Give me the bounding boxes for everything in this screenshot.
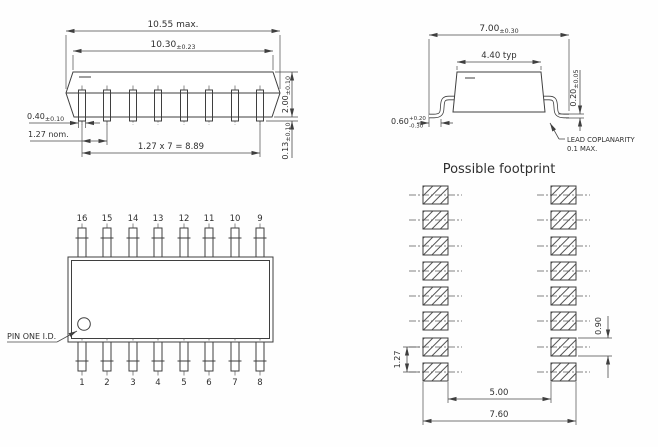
- dim-foot-length: 0.60: [391, 117, 409, 126]
- lead: [154, 85, 162, 126]
- lead: [151, 223, 165, 263]
- coplanarity-note-line2: 0.1 MAX.: [567, 145, 597, 153]
- footprint-pad: [408, 210, 463, 230]
- lead: [256, 85, 264, 126]
- end-view-leads: [429, 95, 569, 119]
- footprint-right-pads: [536, 185, 591, 382]
- dim-lead-thickness: 0.20±0.05: [569, 69, 580, 106]
- lead: [126, 223, 140, 263]
- pin-number: 15: [102, 214, 113, 224]
- bottom-row-leads: [75, 336, 267, 376]
- footprint-pad: [536, 261, 591, 281]
- dim-standoff: 0.13±0.10: [281, 122, 292, 159]
- lead: [126, 336, 140, 376]
- pin-one-indicator: [77, 317, 91, 331]
- pin-number: 7: [232, 378, 237, 388]
- dim-body-height: 2.00±0.10: [281, 76, 292, 113]
- dim-overall-width: 7.00±0.30: [479, 24, 518, 35]
- pin-number: 6: [206, 378, 211, 388]
- top-pin-numbers: 16 15 14 13 12 11 10 9: [77, 214, 263, 224]
- lead: [228, 336, 242, 376]
- pin-number: 9: [257, 214, 262, 224]
- footprint-pad: [408, 236, 463, 256]
- lead: [100, 336, 114, 376]
- dim-foot-tol-minus: -0.30: [409, 124, 424, 130]
- footprint-pad: [408, 261, 463, 281]
- lead: [202, 336, 216, 376]
- footprint-left-pads: [408, 185, 463, 382]
- pin-number: 10: [230, 214, 241, 224]
- lead: [177, 336, 191, 376]
- dim-lead-width: 0.40±0.10: [27, 112, 64, 123]
- lead: [78, 85, 86, 126]
- dim-pad-height: 0.90: [594, 317, 603, 335]
- dim-inner-span: 5.00: [490, 388, 509, 398]
- lead: [75, 223, 89, 263]
- dim-body-length: 10.30±0.23: [150, 40, 195, 51]
- lead: [253, 223, 267, 263]
- footprint-pad: [536, 185, 591, 205]
- lead: [100, 223, 114, 263]
- side-view: 10.55 max. 10.30±0.23 0.40±0.10: [27, 20, 298, 160]
- end-view: 7.00±0.30 4.40 typ 0.60 +0.20 -0.30 0.2: [391, 24, 636, 153]
- dim-pitch: 1.27 nom.: [28, 130, 69, 139]
- lead: [103, 85, 111, 126]
- footprint-pad: [408, 311, 463, 331]
- footprint-pad: [536, 286, 591, 306]
- lead: [151, 336, 165, 376]
- dim-outer-span: 7.60: [490, 410, 509, 420]
- lead: [228, 223, 242, 263]
- dim-pad-pitch: 1.27: [393, 351, 402, 369]
- lead: [253, 336, 267, 376]
- footprint-pad: [536, 236, 591, 256]
- pin-number: 3: [130, 378, 135, 388]
- lead: [129, 85, 137, 126]
- footprint-pad: [408, 286, 463, 306]
- pin-number: 4: [155, 378, 160, 388]
- pin-number: 2: [104, 378, 109, 388]
- package-body-end: [452, 71, 546, 113]
- footprint-pad: [536, 210, 591, 230]
- pin-number: 11: [204, 214, 215, 224]
- lead: [205, 85, 213, 126]
- footprint-pad: [536, 362, 591, 382]
- pin-number: 8: [257, 378, 262, 388]
- dim-lead-span: 1.27 x 7 = 8.89: [138, 142, 204, 152]
- footprint-pad: [536, 337, 591, 357]
- top-row-leads: [75, 223, 267, 263]
- pin-number: 13: [153, 214, 164, 224]
- package-body-top: [67, 256, 274, 343]
- dim-foot-tol-plus: +0.20: [409, 116, 426, 122]
- footprint-view: Possible footprint 0.90: [393, 162, 612, 425]
- pin-number: 14: [128, 214, 139, 224]
- pin-number: 16: [77, 214, 88, 224]
- coplanarity-note-line1: LEAD COPLANARITY: [567, 136, 636, 144]
- pin-number: 1: [79, 378, 84, 388]
- dim-body-width: 4.40 typ: [481, 51, 516, 61]
- lead: [75, 336, 89, 376]
- lead: [231, 85, 239, 126]
- footprint-title: Possible footprint: [443, 162, 556, 177]
- top-view: 16 15 14 13 12 11 10 9: [7, 214, 274, 388]
- pin-number: 5: [181, 378, 186, 388]
- lead: [177, 223, 191, 263]
- footprint-pad: [536, 311, 591, 331]
- bottom-pin-numbers: 1 2 3 4 5 6 7 8: [79, 378, 262, 388]
- footprint-pad: [408, 185, 463, 205]
- pin-number: 12: [179, 214, 190, 224]
- lead: [180, 85, 188, 126]
- lead: [202, 223, 216, 263]
- package-body-side: [65, 71, 281, 118]
- dim-overall-length: 10.55 max.: [147, 20, 198, 30]
- pin-one-label: PIN ONE I.D.: [7, 332, 56, 341]
